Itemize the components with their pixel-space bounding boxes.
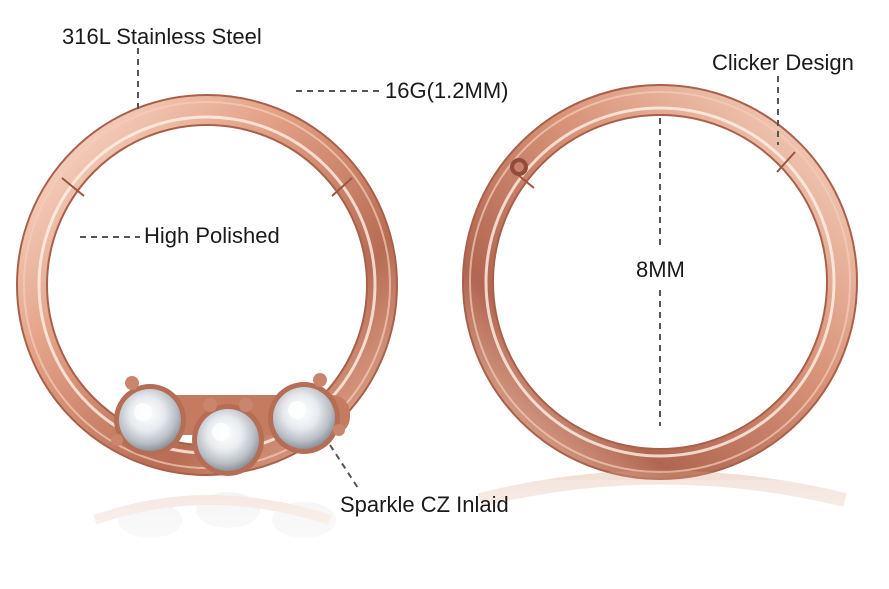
cz-stone-left bbox=[111, 376, 186, 456]
right-ring bbox=[462, 84, 858, 480]
leader-lines bbox=[80, 48, 779, 489]
gauge-label: 16G(1.2MM) bbox=[385, 78, 509, 103]
cz-stones-label: Sparkle CZ Inlaid bbox=[340, 492, 509, 517]
cz-stone-middle bbox=[192, 398, 264, 476]
clicker-label: Clicker Design bbox=[712, 50, 854, 75]
material-label: 316L Stainless Steel bbox=[62, 24, 262, 49]
leader-cz bbox=[329, 444, 359, 489]
diameter-label: 8MM bbox=[636, 257, 685, 282]
cz-stone-right bbox=[268, 373, 345, 454]
cz-stones bbox=[111, 373, 350, 476]
polish-label: High Polished bbox=[144, 223, 280, 248]
